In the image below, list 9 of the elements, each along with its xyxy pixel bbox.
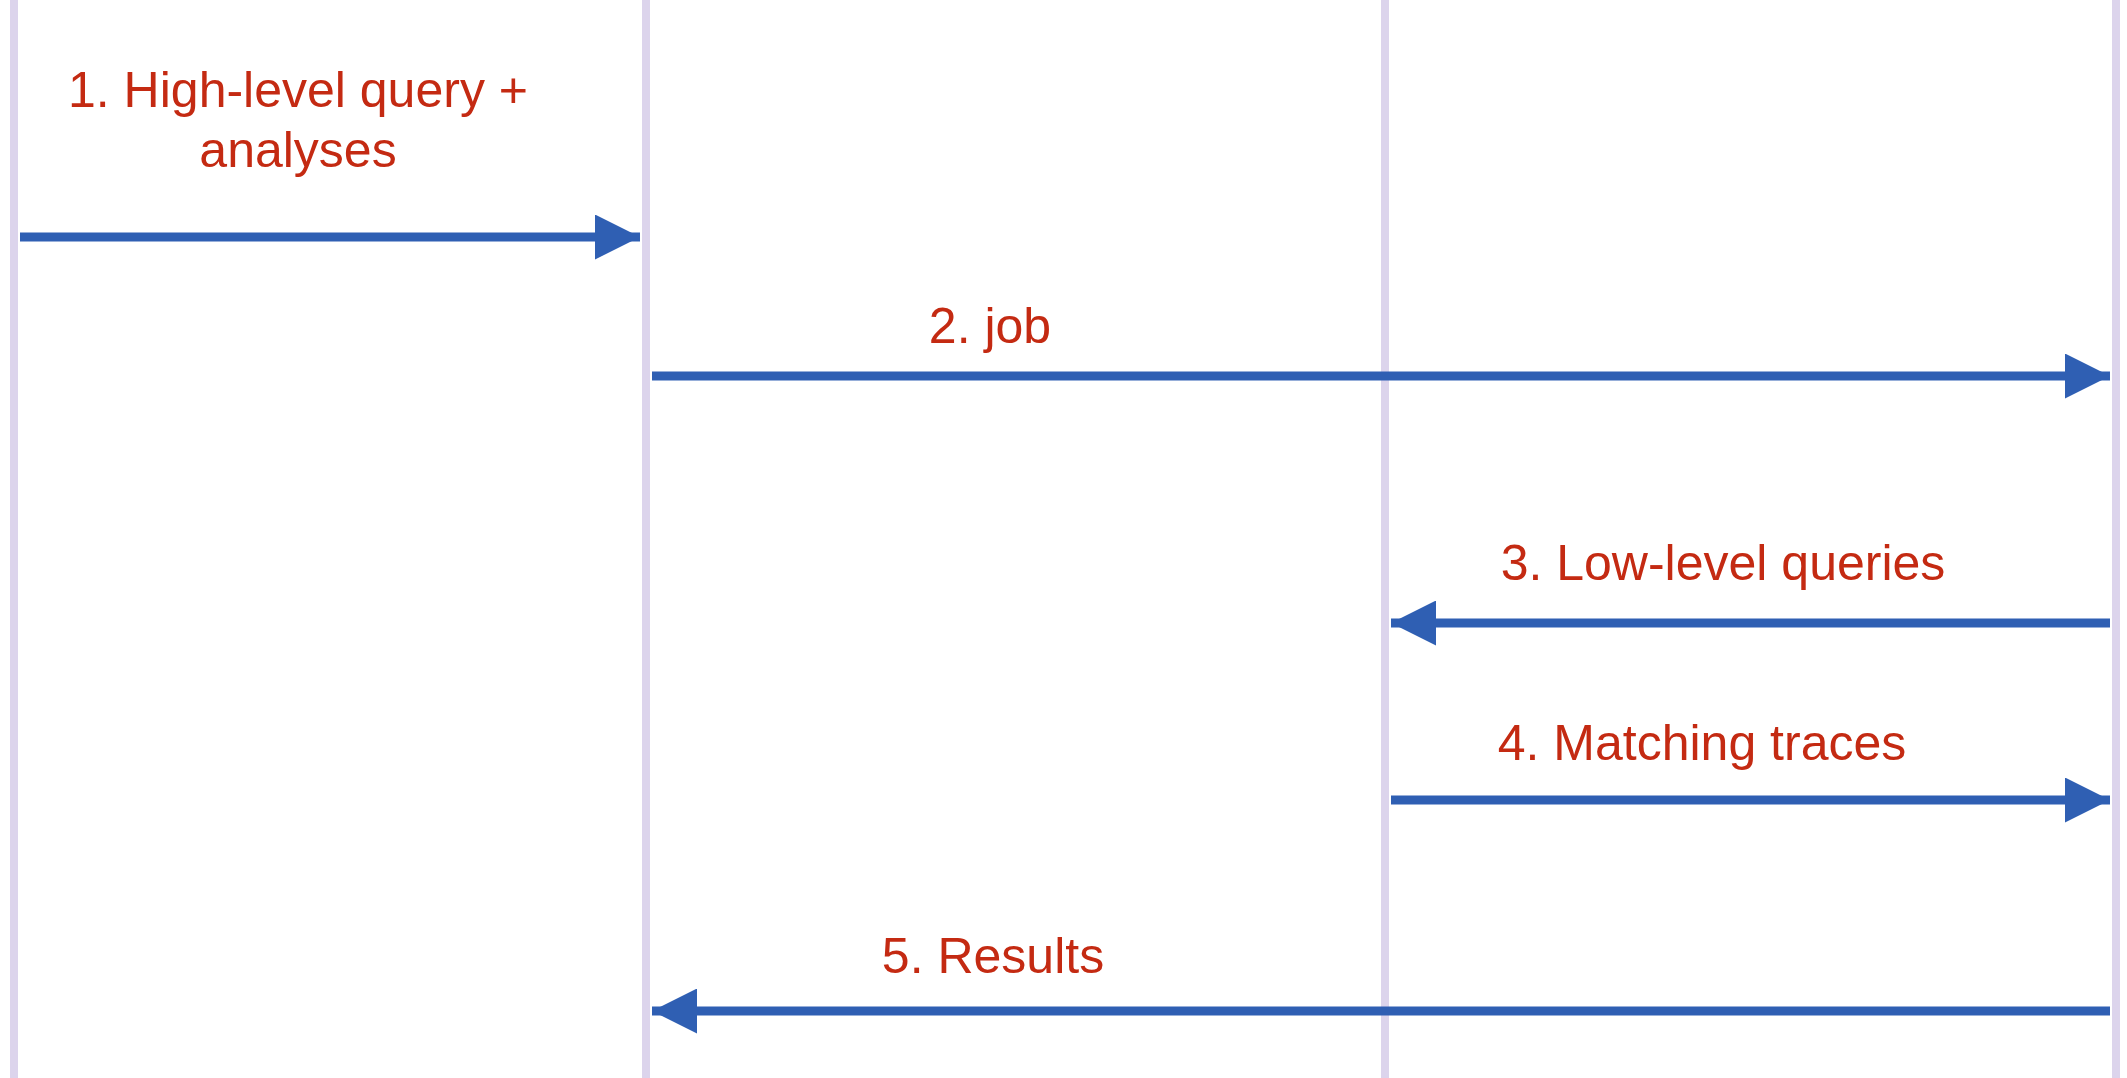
lifeline [642,0,650,1078]
arrow [20,214,640,260]
arrow [652,988,2110,1034]
arrow [1391,600,2110,646]
lifeline [1381,0,1389,1078]
arrow [652,353,2110,399]
lifeline [2112,0,2120,1078]
lifeline [10,0,18,1078]
arrow [1391,777,2110,823]
